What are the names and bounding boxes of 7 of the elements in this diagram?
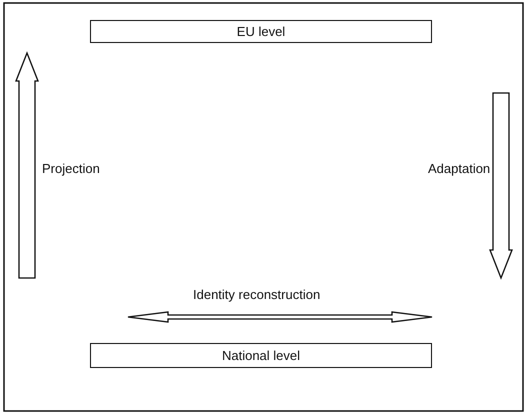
arrow-label: Projection <box>42 161 100 176</box>
level-box: EU level <box>90 20 432 43</box>
arrow-label: Adaptation <box>428 161 490 176</box>
block-arrow <box>15 51 39 279</box>
level-box: National level <box>90 343 432 368</box>
block-arrow <box>489 92 513 280</box>
arrow-label: Identity reconstruction <box>193 287 320 302</box>
